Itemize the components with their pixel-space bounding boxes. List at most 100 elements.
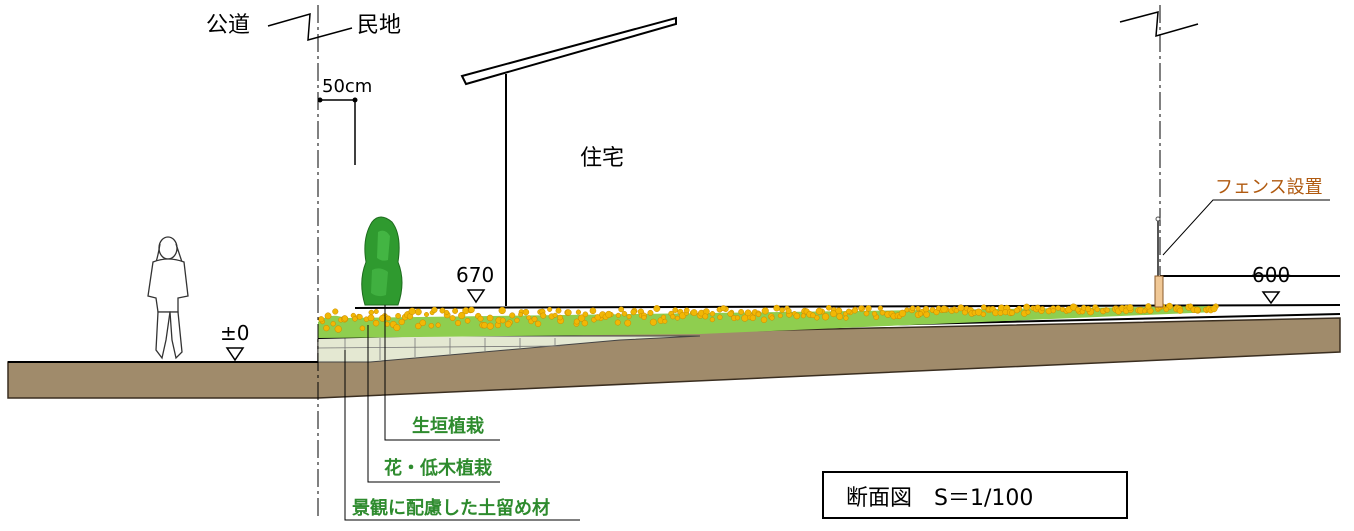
flower-dot: [779, 307, 785, 313]
flower-dot: [877, 305, 884, 311]
flower-dot: [499, 317, 506, 324]
flower-dot: [755, 311, 762, 318]
flower-dot: [865, 305, 872, 312]
flower-dot: [367, 314, 375, 322]
flower-dot: [486, 322, 494, 330]
flower-dot: [744, 309, 752, 317]
flower-dot: [534, 320, 542, 327]
flower-dot: [1142, 308, 1148, 314]
flower-dot: [734, 315, 741, 321]
flower-dot: [540, 312, 547, 319]
flower-dot: [1104, 307, 1110, 313]
dimension-50cm-label: 50cm: [322, 76, 372, 97]
flower-dot: [414, 308, 422, 316]
level-triangle-icon: [466, 289, 486, 304]
flower-dot: [773, 304, 781, 312]
flower-dot: [1023, 303, 1031, 311]
flower-dot: [618, 306, 625, 313]
flower-dot: [531, 316, 538, 322]
fence-leader-line: [1162, 199, 1330, 256]
level-670-label: 670: [456, 263, 494, 287]
flower-dot: [709, 311, 716, 317]
flower-dot: [332, 308, 339, 315]
grass-strip: [318, 306, 1215, 338]
flower-dot: [395, 312, 401, 319]
hedge-tree: [361, 216, 403, 306]
flower-dot: [858, 305, 864, 311]
flower-dot: [769, 315, 775, 321]
title-box: [822, 471, 1128, 519]
flower-dot: [935, 305, 942, 311]
level-600-label: 600: [1252, 263, 1290, 287]
flower-dot: [1013, 307, 1020, 314]
level-triangle-icon: [1261, 291, 1281, 305]
flower-dot: [1075, 306, 1081, 313]
retaining-leader-line: [344, 350, 580, 521]
flower-dot: [614, 319, 621, 326]
dimension-50cm: [317, 97, 358, 165]
flower-dot: [843, 315, 849, 321]
flower-dot: [419, 319, 427, 327]
flower-dot: [373, 309, 379, 315]
flower-dot: [504, 320, 512, 328]
flower-dot: [1126, 304, 1134, 312]
flower-dot: [641, 314, 647, 321]
flower-dot: [1084, 305, 1092, 313]
flower-dot: [785, 307, 792, 314]
break-line-icon: [267, 12, 353, 42]
flower-dot: [547, 306, 553, 312]
flower-dot: [334, 325, 342, 333]
public-road-label: 公道: [206, 13, 250, 38]
flower-dot: [624, 319, 632, 327]
flower-dot: [647, 309, 654, 316]
flower-dot: [670, 314, 676, 320]
flower-dot: [408, 307, 416, 315]
flower-dot: [709, 317, 715, 323]
flower-dot: [605, 310, 613, 318]
flower-dot: [581, 319, 588, 327]
flower-dot: [384, 321, 390, 327]
flower-dot: [1055, 305, 1061, 311]
flower-dot: [953, 308, 959, 314]
flower-dot: [662, 318, 668, 324]
flower-dot: [904, 307, 910, 313]
flower-dot: [464, 318, 471, 324]
fence-label: フェンス設置: [1215, 177, 1323, 198]
break-line-icon: [1119, 11, 1199, 38]
flower-dot: [582, 311, 589, 318]
flower-dot: [1210, 305, 1218, 313]
flower-dot: [341, 315, 349, 322]
flower-dot: [836, 313, 844, 320]
flower-dot: [324, 312, 332, 320]
flower-dot: [879, 309, 886, 316]
flower-dot: [589, 307, 597, 315]
flower-dot: [522, 308, 530, 316]
flower-planting: [318, 302, 1219, 333]
flower-dot: [372, 319, 380, 327]
flower-dot: [1176, 307, 1184, 314]
flower-dot: [481, 321, 488, 329]
flower-dot: [555, 307, 562, 314]
flower-dot: [898, 309, 907, 317]
flower-dot: [863, 310, 870, 317]
flower-dot: [814, 314, 820, 321]
flower-dot: [661, 314, 667, 320]
flower-dot: [352, 316, 358, 322]
flower-dot: [761, 307, 769, 315]
flower-dot: [1025, 309, 1031, 315]
flower-dot: [498, 306, 506, 315]
private-land-label: 民地: [357, 13, 401, 38]
flower-dot: [435, 322, 441, 328]
flower-dot: [830, 310, 837, 318]
flower-dot: [690, 309, 698, 316]
flower-dot: [793, 312, 801, 320]
house-label: 住宅: [580, 146, 624, 171]
flower-dot: [738, 308, 745, 315]
flower-dot: [1193, 306, 1201, 314]
hedge-leader-line: [384, 305, 500, 441]
fence: [1154, 216, 1164, 308]
flower-dot: [455, 320, 462, 327]
flower-dot: [727, 310, 734, 317]
flower-dot: [810, 312, 816, 319]
flower-dot: [720, 305, 727, 312]
